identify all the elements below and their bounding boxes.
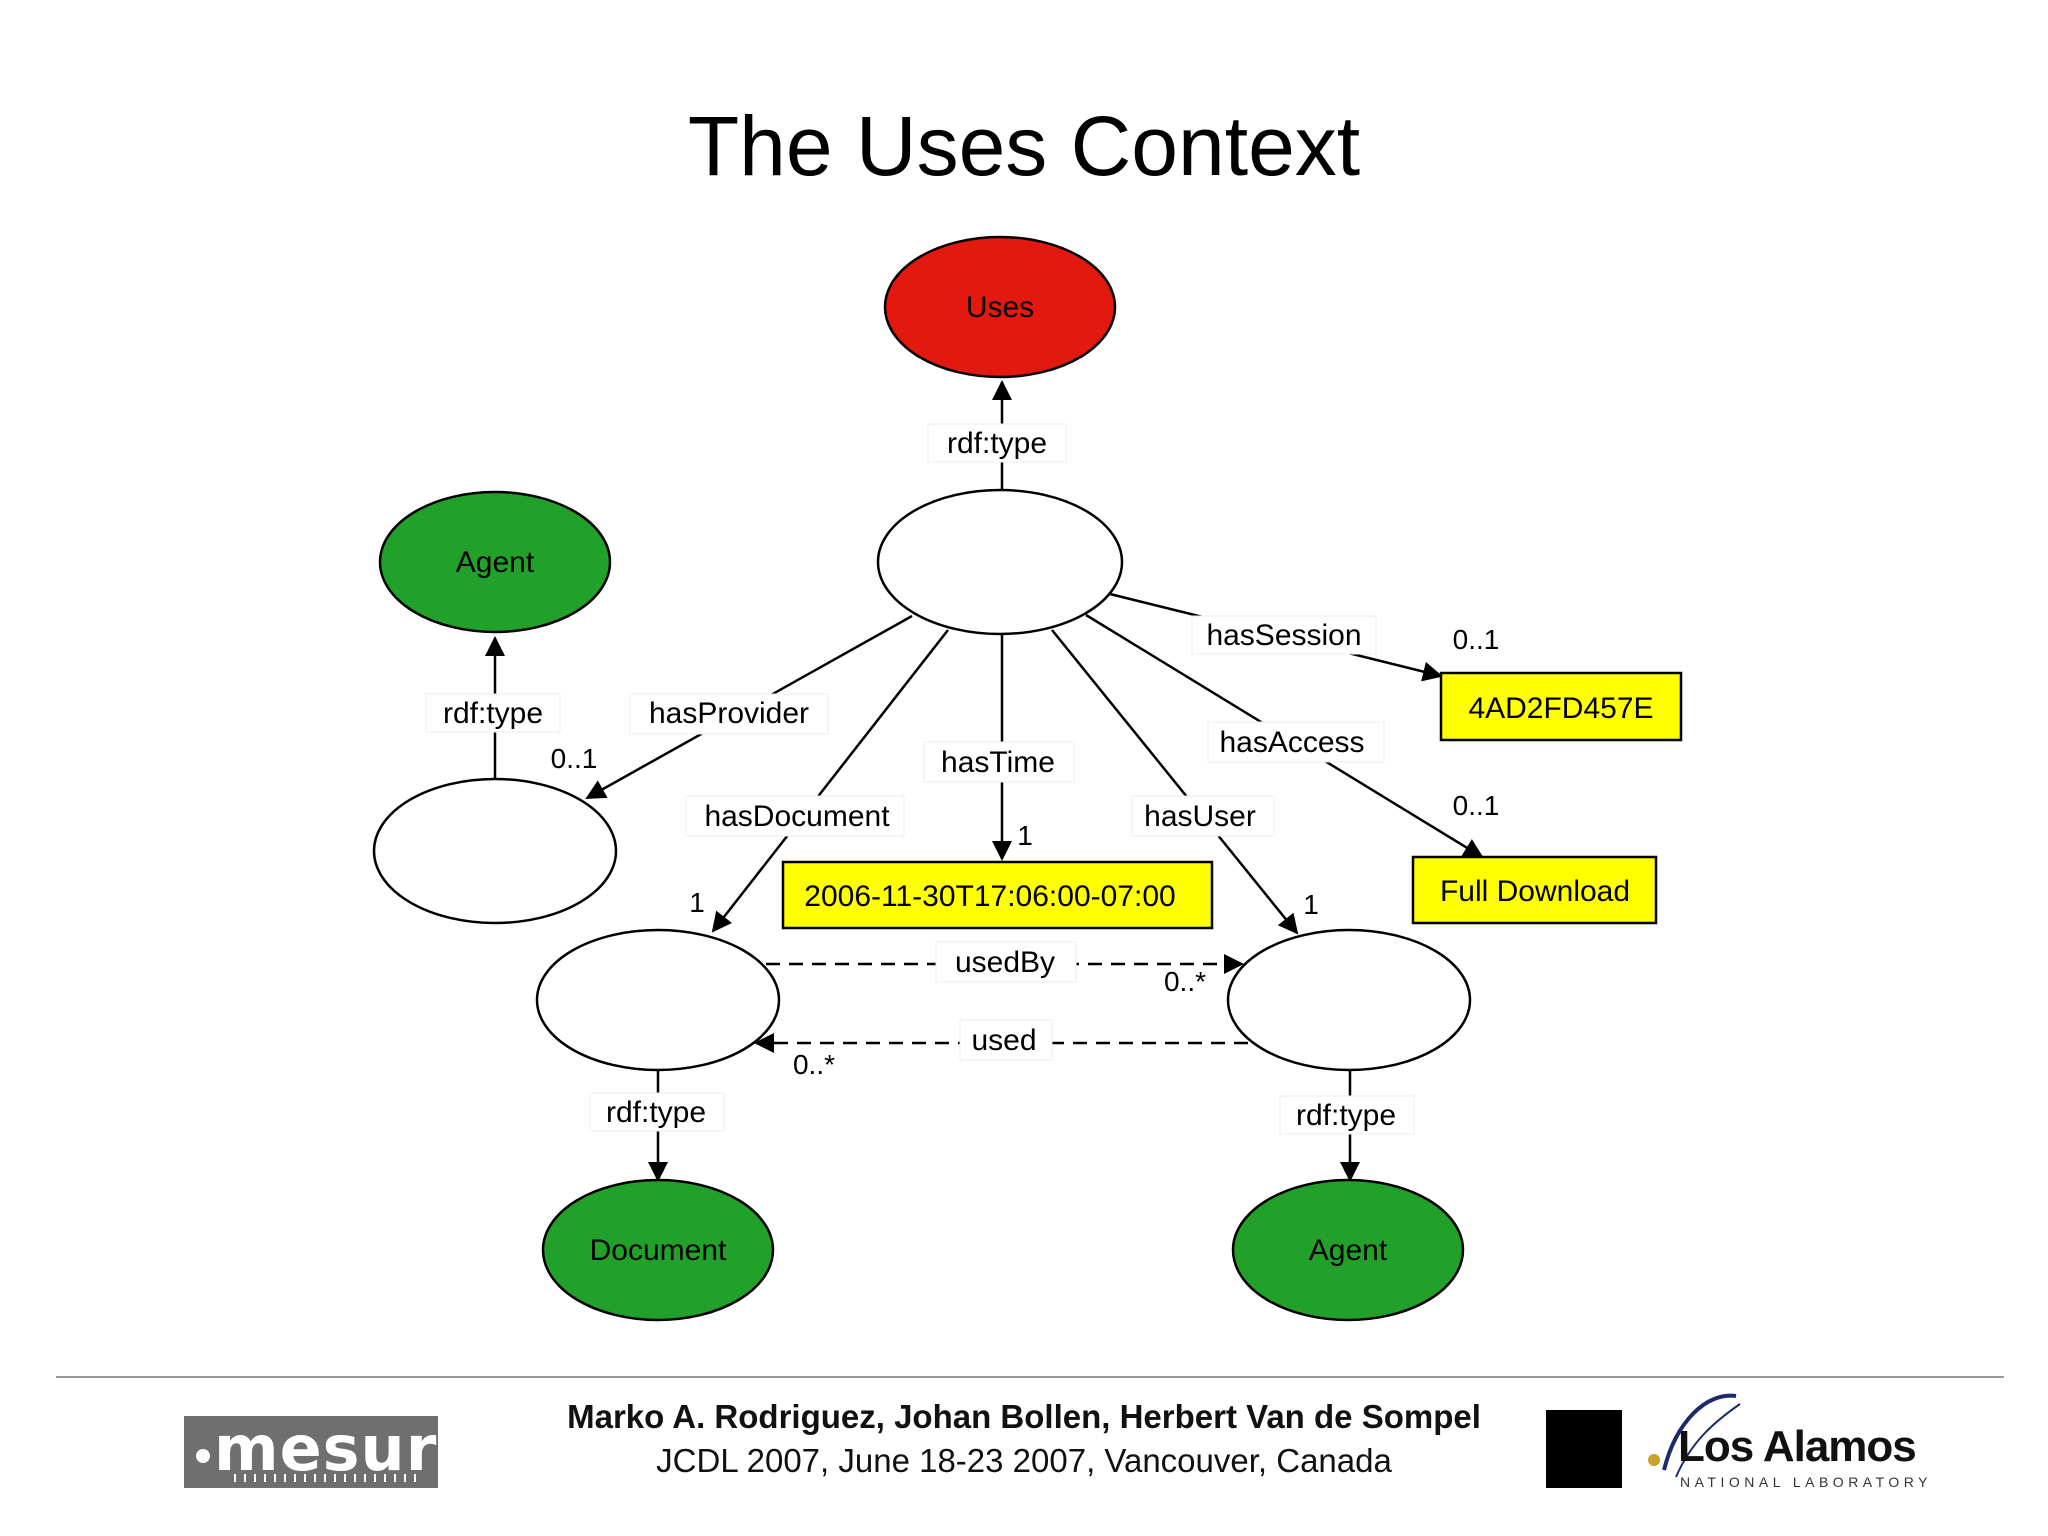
label-edge-has-time: hasTime xyxy=(941,746,1055,779)
label-edge-has-session: hasSession xyxy=(1206,619,1361,652)
node-document-instance xyxy=(535,928,781,1072)
label-session-value: 4AD2FD457E xyxy=(1468,692,1653,725)
slide-title: The Uses Context xyxy=(687,99,1361,193)
mesur-logo-text: mesur xyxy=(214,1412,438,1485)
label-edge-rdf-type-agent-left: rdf:type xyxy=(443,697,543,730)
mesur-logo: mesur xyxy=(184,1412,438,1488)
label-document-class: Document xyxy=(590,1234,727,1267)
los-alamos-swoosh-icon xyxy=(1648,1393,1741,1478)
los-alamos-name: Los Alamos xyxy=(1678,1422,1917,1471)
label-edge-has-user: hasUser xyxy=(1144,800,1256,833)
label-edge-used-by: usedBy xyxy=(955,946,1055,979)
cardinality-provider: 0..1 xyxy=(551,743,598,774)
node-document-class xyxy=(541,1178,775,1322)
cardinality-used-by: 0..* xyxy=(1164,966,1206,997)
literal-session xyxy=(1439,671,1683,742)
label-uses-class: Uses xyxy=(966,291,1034,324)
label-time-value: 2006-11-30T17:06:00-07:00 xyxy=(804,880,1175,913)
footer-divider xyxy=(56,1376,2004,1378)
label-edge-has-provider: hasProvider xyxy=(649,697,809,730)
label-edge-rdf-type-uses: rdf:type xyxy=(947,427,1047,460)
label-edge-has-access: hasAccess xyxy=(1219,726,1364,759)
footer-authors: Marko A. Rodriguez, Johan Bollen, Herber… xyxy=(567,1398,1481,1435)
cardinality-document: 1 xyxy=(689,887,705,918)
label-edge-has-document: hasDocument xyxy=(704,800,890,833)
los-alamos-subtitle: NATIONAL LABORATORY xyxy=(1680,1474,1932,1490)
cardinality-time: 1 xyxy=(1017,820,1033,851)
edge-has-user xyxy=(1051,629,1299,935)
cardinality-access: 0..1 xyxy=(1453,790,1500,821)
los-alamos-logo: Los Alamos NATIONAL LABORATORY xyxy=(1636,1382,1936,1492)
node-agent-class-right xyxy=(1231,1178,1465,1322)
label-agent-class-left: Agent xyxy=(456,546,535,579)
rdf-diagram: Uses Agent Document Agent 4AD2FD457E Ful… xyxy=(372,235,1683,1322)
cardinality-user: 1 xyxy=(1303,889,1319,920)
label-agent-class-right: Agent xyxy=(1309,1234,1388,1267)
black-square-logo xyxy=(1546,1410,1622,1488)
mesur-logo-ruler xyxy=(234,1474,424,1482)
label-edge-rdf-type-document: rdf:type xyxy=(606,1096,706,1129)
node-uses-class xyxy=(883,235,1117,379)
literal-access xyxy=(1411,855,1658,925)
node-uses-instance xyxy=(876,488,1124,636)
label-edge-rdf-type-agent-right: rdf:type xyxy=(1296,1099,1396,1132)
cardinality-used: 0..* xyxy=(793,1049,835,1080)
mesur-logo-dot xyxy=(196,1449,210,1463)
node-agent-class-left xyxy=(378,490,612,634)
label-access-value: Full Download xyxy=(1440,875,1630,908)
edge-has-document xyxy=(711,629,949,933)
footer-conference: JCDL 2007, June 18-23 2007, Vancouver, C… xyxy=(656,1442,1392,1479)
literal-time xyxy=(781,860,1214,930)
node-provider-instance xyxy=(372,777,618,925)
cardinality-session: 0..1 xyxy=(1453,624,1500,655)
node-agent-instance xyxy=(1226,928,1472,1072)
label-edge-used: used xyxy=(971,1024,1036,1057)
